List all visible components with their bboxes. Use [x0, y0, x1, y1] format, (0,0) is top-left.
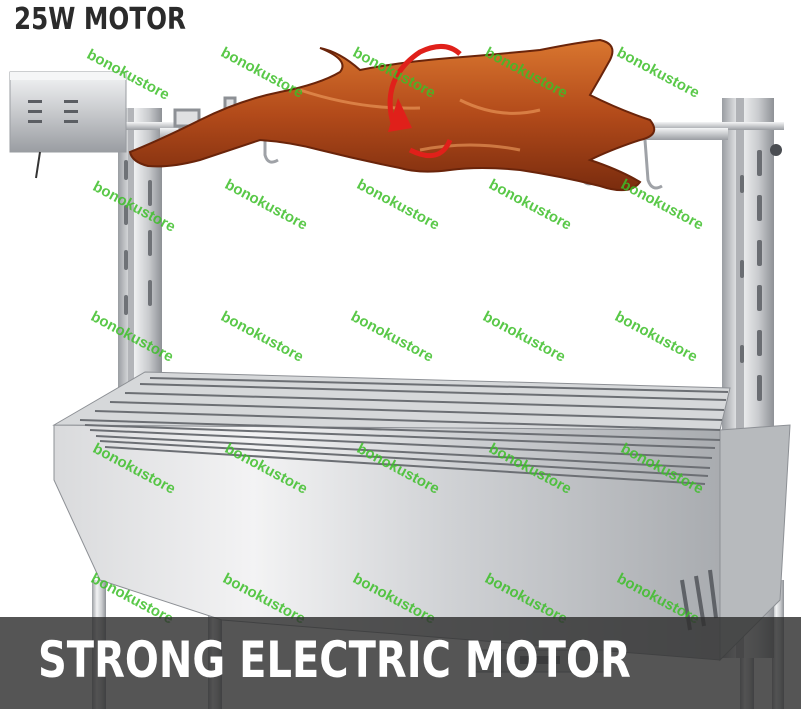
caption-banner: STRONG ELECTRIC MOTOR: [0, 617, 801, 709]
grill-grate: [79, 377, 729, 485]
headline: 25W MOTOR: [14, 2, 186, 37]
motor-box: [9, 71, 127, 179]
banner-text: STRONG ELECTRIC MOTOR: [38, 631, 631, 689]
rotation-arrow-icon: [387, 44, 462, 159]
